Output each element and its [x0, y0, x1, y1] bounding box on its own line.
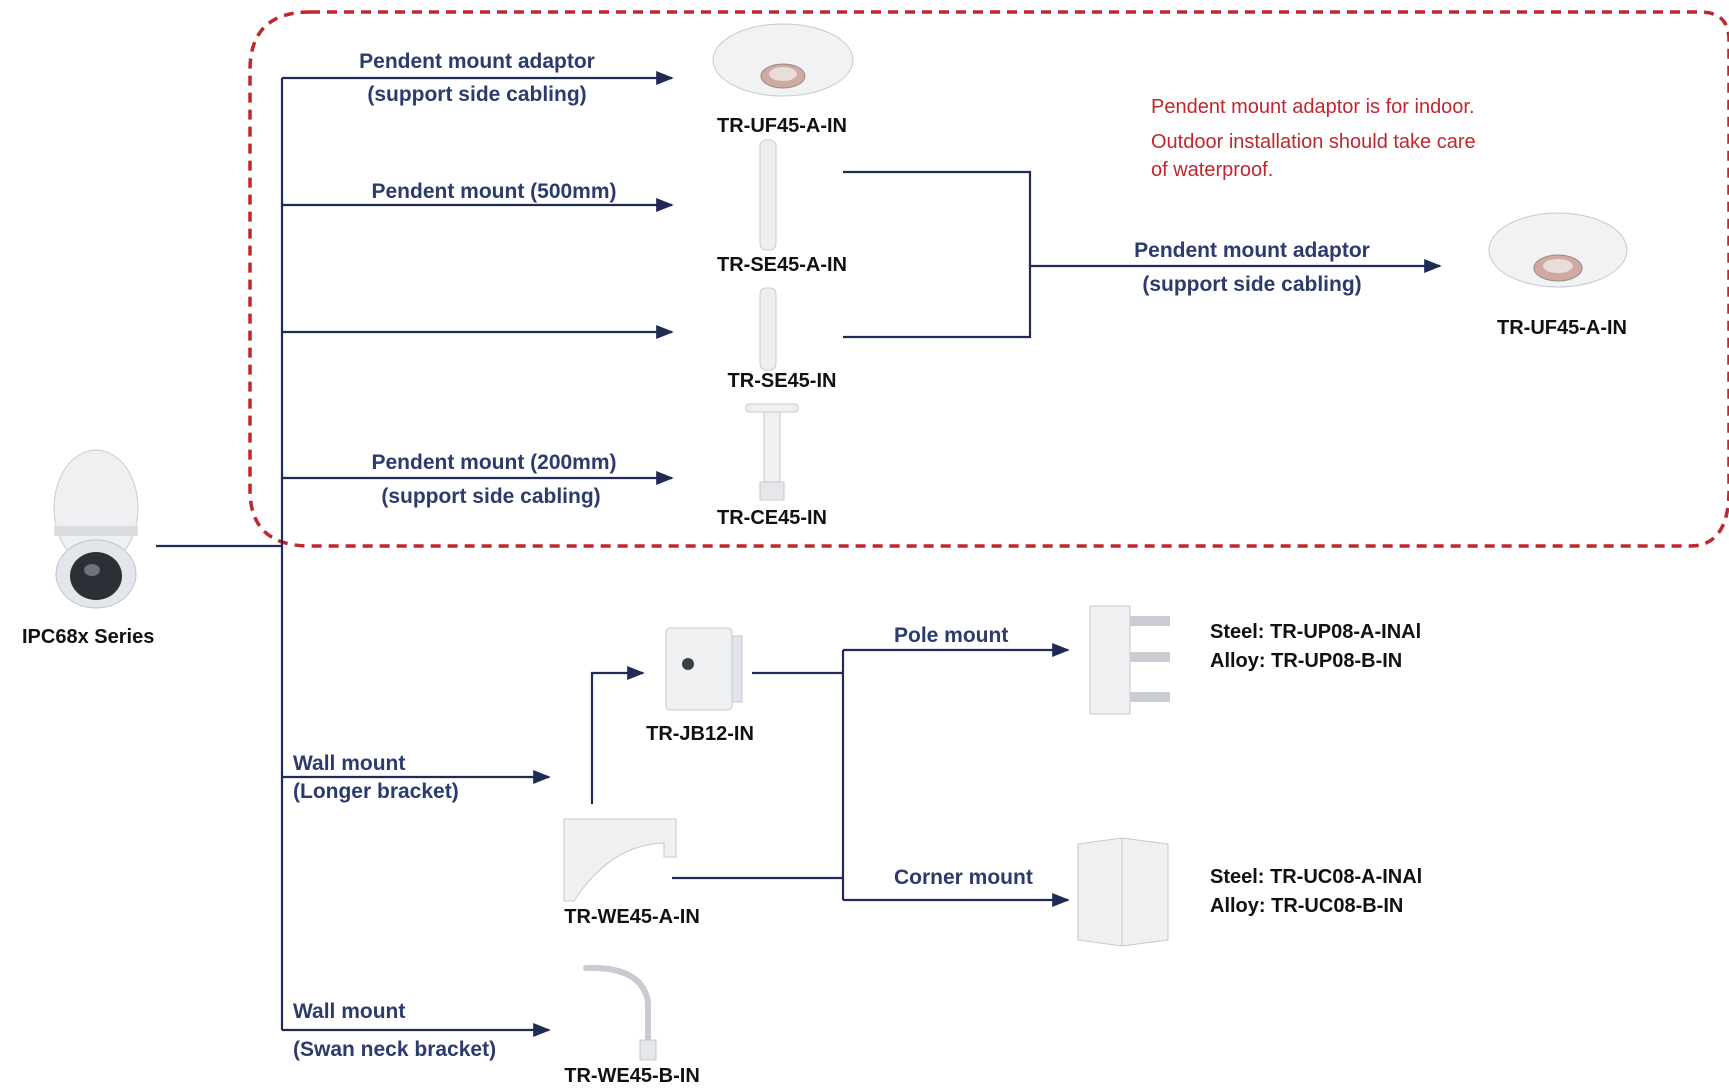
branch-label-adaptor-sub: (support side cabling): [367, 83, 587, 106]
corner-steel-spec: Steel: TR-UC08-A-INAl: [1210, 866, 1423, 888]
adaptor-label-sub: (support side cabling): [1142, 273, 1362, 296]
product-code: TR-UF45-A-IN: [1497, 317, 1627, 339]
product-code: TR-SE45-A-IN: [716, 254, 848, 276]
product-code: TR-CE45-IN: [716, 507, 828, 529]
wall-bracket-image: [560, 815, 680, 905]
branch-label-adaptor: Pendent mount adaptor: [359, 50, 595, 73]
branch-label-200mm-sub: (support side cabling): [381, 485, 601, 508]
note-line: Outdoor installation should take care: [1151, 131, 1476, 153]
pendent-short-image: [754, 286, 782, 372]
note-line: Pendent mount adaptor is for indoor.: [1151, 96, 1475, 118]
product-code: TR-WE45-B-IN: [564, 1065, 700, 1087]
camera-image: [44, 438, 148, 610]
camera-name: IPC68x Series: [22, 626, 155, 648]
indoor-note: Pendent mount adaptor is for indoor. Out…: [1151, 93, 1476, 184]
note-line: of waterproof.: [1151, 159, 1274, 181]
pole-alloy-spec: Alloy: TR-UP08-B-IN: [1210, 650, 1403, 672]
product-code: TR-JB12-IN: [646, 723, 754, 745]
pole-steel-spec: Steel: TR-UP08-A-INAl: [1210, 621, 1422, 643]
junction-box-image: [662, 624, 746, 714]
swan-neck-image: [582, 962, 662, 1062]
pendent-200mm-image: [744, 402, 800, 506]
wall-swan-label: Wall mount: [293, 1000, 406, 1023]
corner-mount-label: Corner mount: [894, 866, 1033, 889]
product-code: TR-WE45-A-IN: [564, 906, 700, 928]
wall-longer-label: Wall mount: [293, 752, 406, 775]
adaptor-label: Pendent mount adaptor: [1134, 239, 1370, 262]
product-code: TR-SE45-IN: [727, 370, 837, 392]
branch-label-200mm: Pendent mount (200mm): [371, 451, 617, 474]
adaptor-image: [1486, 210, 1630, 296]
wall-swan-label-sub: (Swan neck bracket): [293, 1038, 497, 1061]
pole-mount-specs: Steel: TR-UP08-A-INAl Alloy: TR-UP08-B-I…: [1210, 618, 1421, 676]
adaptor-image: [710, 22, 856, 104]
product-code: TR-UF45-A-IN: [717, 115, 847, 137]
corner-mount-image: [1074, 836, 1172, 948]
pole-mount-image: [1086, 600, 1176, 720]
corner-alloy-spec: Alloy: TR-UC08-B-IN: [1210, 895, 1404, 917]
pole-mount-label: Pole mount: [894, 624, 1009, 647]
branch-label-500mm: Pendent mount (500mm): [371, 180, 617, 203]
pendent-500mm-image: [754, 138, 782, 252]
corner-mount-specs: Steel: TR-UC08-A-INAl Alloy: TR-UC08-B-I…: [1210, 863, 1422, 921]
wall-longer-label-sub: (Longer bracket): [293, 780, 459, 803]
